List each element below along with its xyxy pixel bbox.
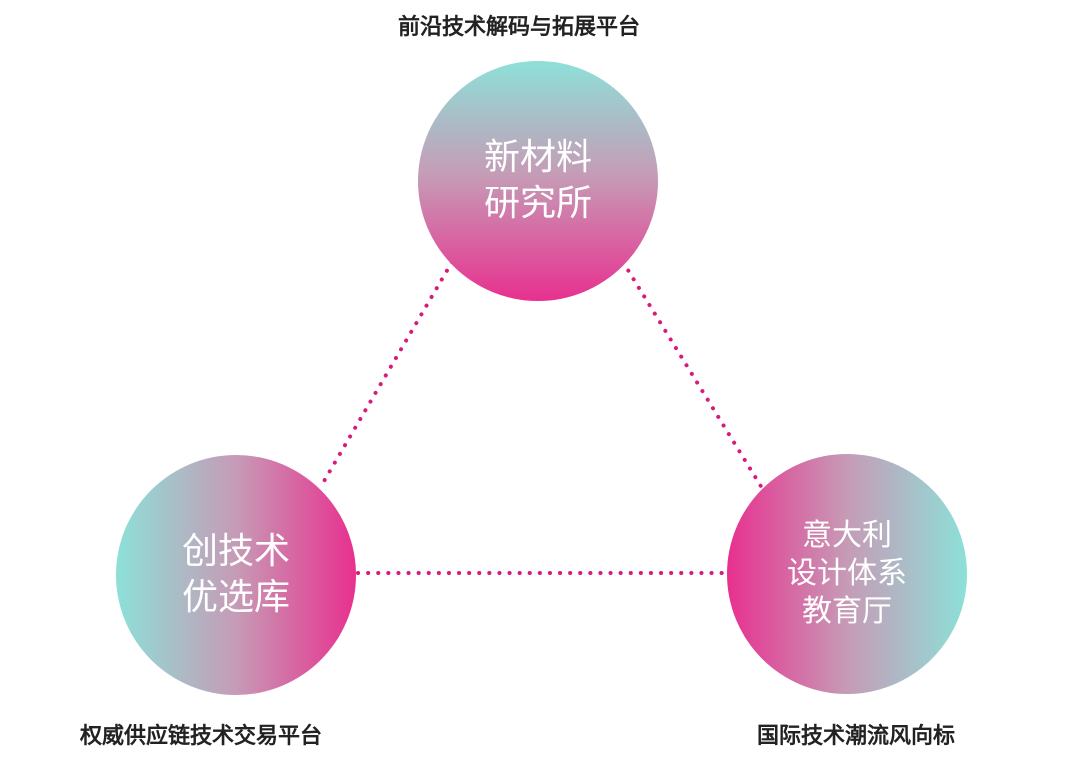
node-label-line: 意大利 <box>802 518 892 553</box>
node-italian-design-education: 意大利 设计体系 教育厅 <box>727 454 967 694</box>
caption-right: 国际技术潮流风向标 <box>757 724 956 749</box>
connector-top-right <box>621 260 764 490</box>
node-label-line: 教育厅 <box>802 594 892 629</box>
node-label-line: 设计体系 <box>787 556 907 591</box>
node-label-line: 创技术 <box>181 531 290 572</box>
node-label-line: 新材料 <box>483 137 592 178</box>
node-label-line: 优选库 <box>181 577 290 618</box>
caption-left: 权威供应链技术交易平台 <box>80 724 323 749</box>
node-new-materials-institute: 新材料 研究所 <box>418 61 658 301</box>
connector-top-left <box>318 260 454 490</box>
node-tech-selection-library: 创技术 优选库 <box>116 455 356 695</box>
node-label-line: 研究所 <box>483 183 592 224</box>
caption-top: 前沿技术解码与拓展平台 <box>398 15 641 40</box>
